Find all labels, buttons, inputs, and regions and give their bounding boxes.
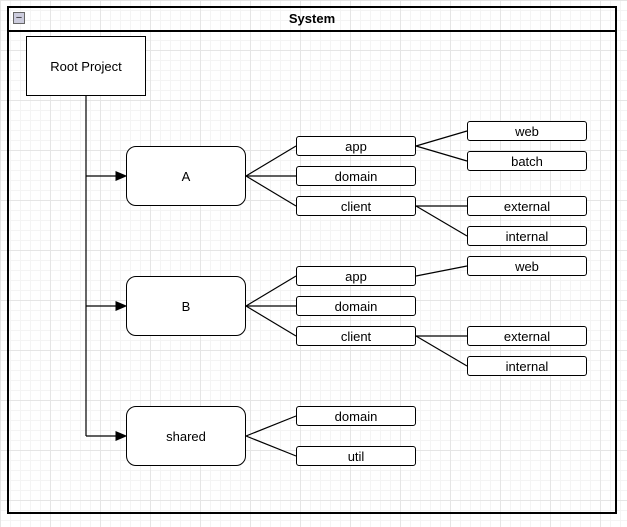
node-shared[interactable]: shared [126,406,246,466]
node-b-web[interactable]: web [467,256,587,276]
node-a[interactable]: A [126,146,246,206]
node-b-domain[interactable]: domain [296,296,416,316]
frame-title: System [288,11,336,26]
node-root-project[interactable]: Root Project [26,36,146,96]
node-a-batch[interactable]: batch [467,151,587,171]
node-a-client[interactable]: client [296,196,416,216]
system-container-frame: − System [7,6,617,514]
collapse-icon[interactable]: − [13,12,25,24]
node-shared-domain[interactable]: domain [296,406,416,426]
node-a-internal[interactable]: internal [467,226,587,246]
node-b[interactable]: B [126,276,246,336]
node-b-internal[interactable]: internal [467,356,587,376]
node-a-app[interactable]: app [296,136,416,156]
node-a-domain[interactable]: domain [296,166,416,186]
node-b-client[interactable]: client [296,326,416,346]
node-b-app[interactable]: app [296,266,416,286]
node-b-external[interactable]: external [467,326,587,346]
node-a-external[interactable]: external [467,196,587,216]
frame-title-bar[interactable]: − System [9,8,615,32]
node-shared-util[interactable]: util [296,446,416,466]
node-a-web[interactable]: web [467,121,587,141]
